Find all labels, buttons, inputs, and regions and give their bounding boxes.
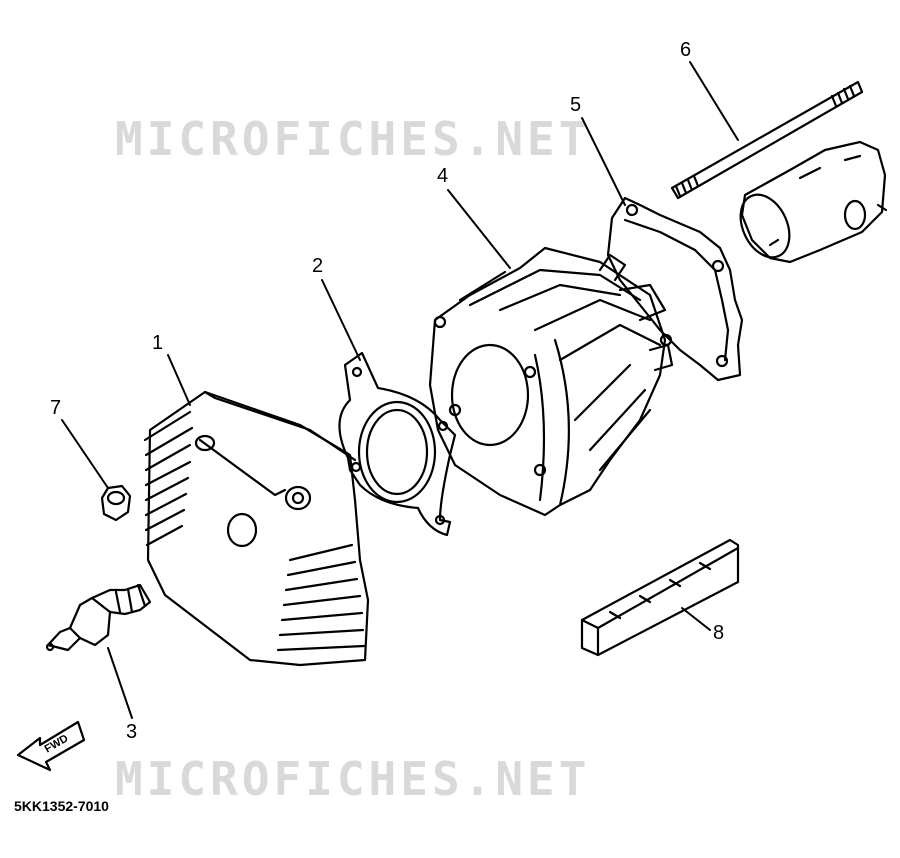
cylinder-part [428, 246, 674, 517]
stud-bolt-part [670, 80, 864, 200]
head-gasket-part [338, 351, 457, 537]
cylinder-head-part [143, 390, 370, 667]
forward-arrow-icon [16, 720, 86, 772]
watermark-bottom: MICROFICHES.NET [115, 752, 591, 806]
watermark-top: MICROFICHES.NET [115, 112, 591, 166]
callout-8: 8 [713, 622, 725, 644]
spark-plug-part [45, 583, 152, 652]
callout-3: 3 [126, 721, 138, 743]
base-gasket-part [606, 196, 744, 382]
callout-2: 2 [312, 255, 324, 277]
bar-part [580, 538, 740, 657]
callout-6: 6 [680, 39, 692, 61]
callout-5: 5 [570, 94, 582, 116]
callout-4: 4 [437, 165, 449, 187]
nut-part [100, 484, 132, 522]
callout-1: 1 [152, 332, 164, 354]
callout-7: 7 [50, 397, 62, 419]
leader-lines [61, 61, 739, 719]
piston-part [739, 140, 888, 264]
part-code: 5KK1352-7010 [14, 798, 109, 814]
